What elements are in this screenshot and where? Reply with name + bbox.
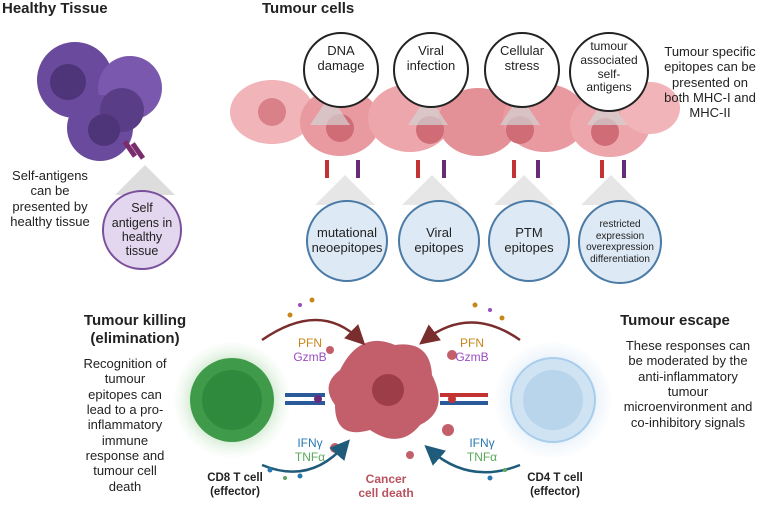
cd4-synapse — [440, 393, 488, 405]
cancer-cell-death-label: Cancer cell death — [358, 472, 414, 501]
epitope-beams — [315, 175, 641, 205]
cd4-cytotoxic-arrow — [419, 321, 521, 345]
cd8-tnfa-label: TNFα — [294, 450, 326, 464]
cd8-synapse — [285, 393, 325, 405]
cd8-cytotoxic-arrow — [261, 318, 366, 346]
stress-cellular-stress: Cellular stress — [484, 32, 560, 108]
self-antigens-caption: Self-antigens can be presented by health… — [10, 168, 90, 229]
stress-cellular-stress-label: Cellular stress — [499, 43, 545, 73]
stress-dna-damage: DNA damage — [303, 32, 379, 108]
moderated-caption: These responses can be moderated by the … — [623, 338, 753, 430]
cd4-ifng-label: IFNγ — [469, 436, 495, 450]
epitope-restricted-expression: restricted expression overexpression dif… — [578, 200, 662, 284]
tumour-specific-caption: Tumour specific epitopes can be presente… — [664, 44, 756, 121]
recognition-caption: Recognition of tumour epitopes can lead … — [83, 356, 167, 494]
healthy-cell-cluster — [37, 42, 162, 161]
epitope-viral: Viral epitopes — [398, 200, 480, 282]
cd8-ifng-label: IFNγ — [297, 436, 323, 450]
cd8-gzmb-label: GzmB — [293, 350, 327, 364]
stress-self-antigens: tumour associated self- antigens — [569, 32, 649, 112]
epitope-ptm: PTM epitopes — [488, 200, 570, 282]
healthy-beam — [115, 165, 175, 195]
epitope-mutational-neoepitopes: mutational neoepitopes — [306, 200, 388, 282]
cd4-pfn-label: PFN — [460, 336, 484, 350]
tumour-escape-heading: Tumour escape — [620, 312, 730, 329]
tumour-cells-heading: Tumour cells — [262, 0, 355, 17]
cd8-t-cell-label: CD8 T cell (effector) — [207, 472, 263, 498]
stress-viral-infection: Viral infection — [393, 32, 469, 108]
cd4-nucleus — [523, 370, 583, 430]
cd4-cytokine-arrow — [424, 445, 521, 474]
self-antigens-bubble: Self antigens in healthy tissue — [102, 190, 182, 270]
cd8-nucleus — [202, 370, 262, 430]
cd8-pfn-label: PFN — [298, 336, 322, 350]
stress-viral-infection-label: Viral infection — [406, 43, 456, 73]
healthy-tissue-heading: Healthy Tissue — [2, 0, 108, 17]
cd4-t-cell-label: CD4 T cell (effector) — [527, 472, 583, 498]
particle-dots — [267, 297, 507, 481]
cd4-tnfa-label: TNFα — [466, 450, 498, 464]
stress-self-antigens-label: tumour associated self- antigens — [580, 39, 638, 95]
tumour-killing-heading: Tumour killing (elimination) — [83, 312, 187, 347]
dying-cancer-cell — [326, 340, 457, 459]
cd4-gzmb-label: GzmB — [455, 350, 489, 364]
stress-dna-damage-label: DNA damage — [317, 43, 365, 73]
tumour-receptors — [325, 160, 626, 178]
